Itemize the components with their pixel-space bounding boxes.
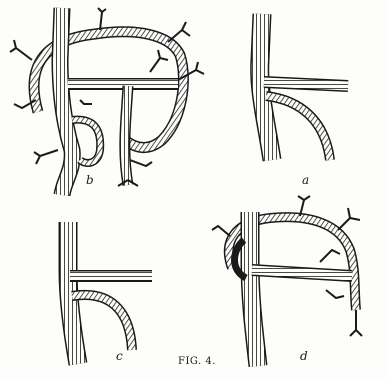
panel-b-label: b (86, 173, 94, 187)
panel-c-diagram: c (68, 222, 152, 364)
figure-caption: FIG. 4. (178, 356, 216, 367)
panel-a-diagram: a (260, 14, 348, 187)
panel-c-label: c (116, 349, 123, 363)
panel-b-diagram: b (10, 8, 204, 195)
panel-a-label: a (302, 173, 309, 187)
panel-d-label: d (300, 349, 308, 363)
panel-d-diagram: d (212, 196, 362, 366)
